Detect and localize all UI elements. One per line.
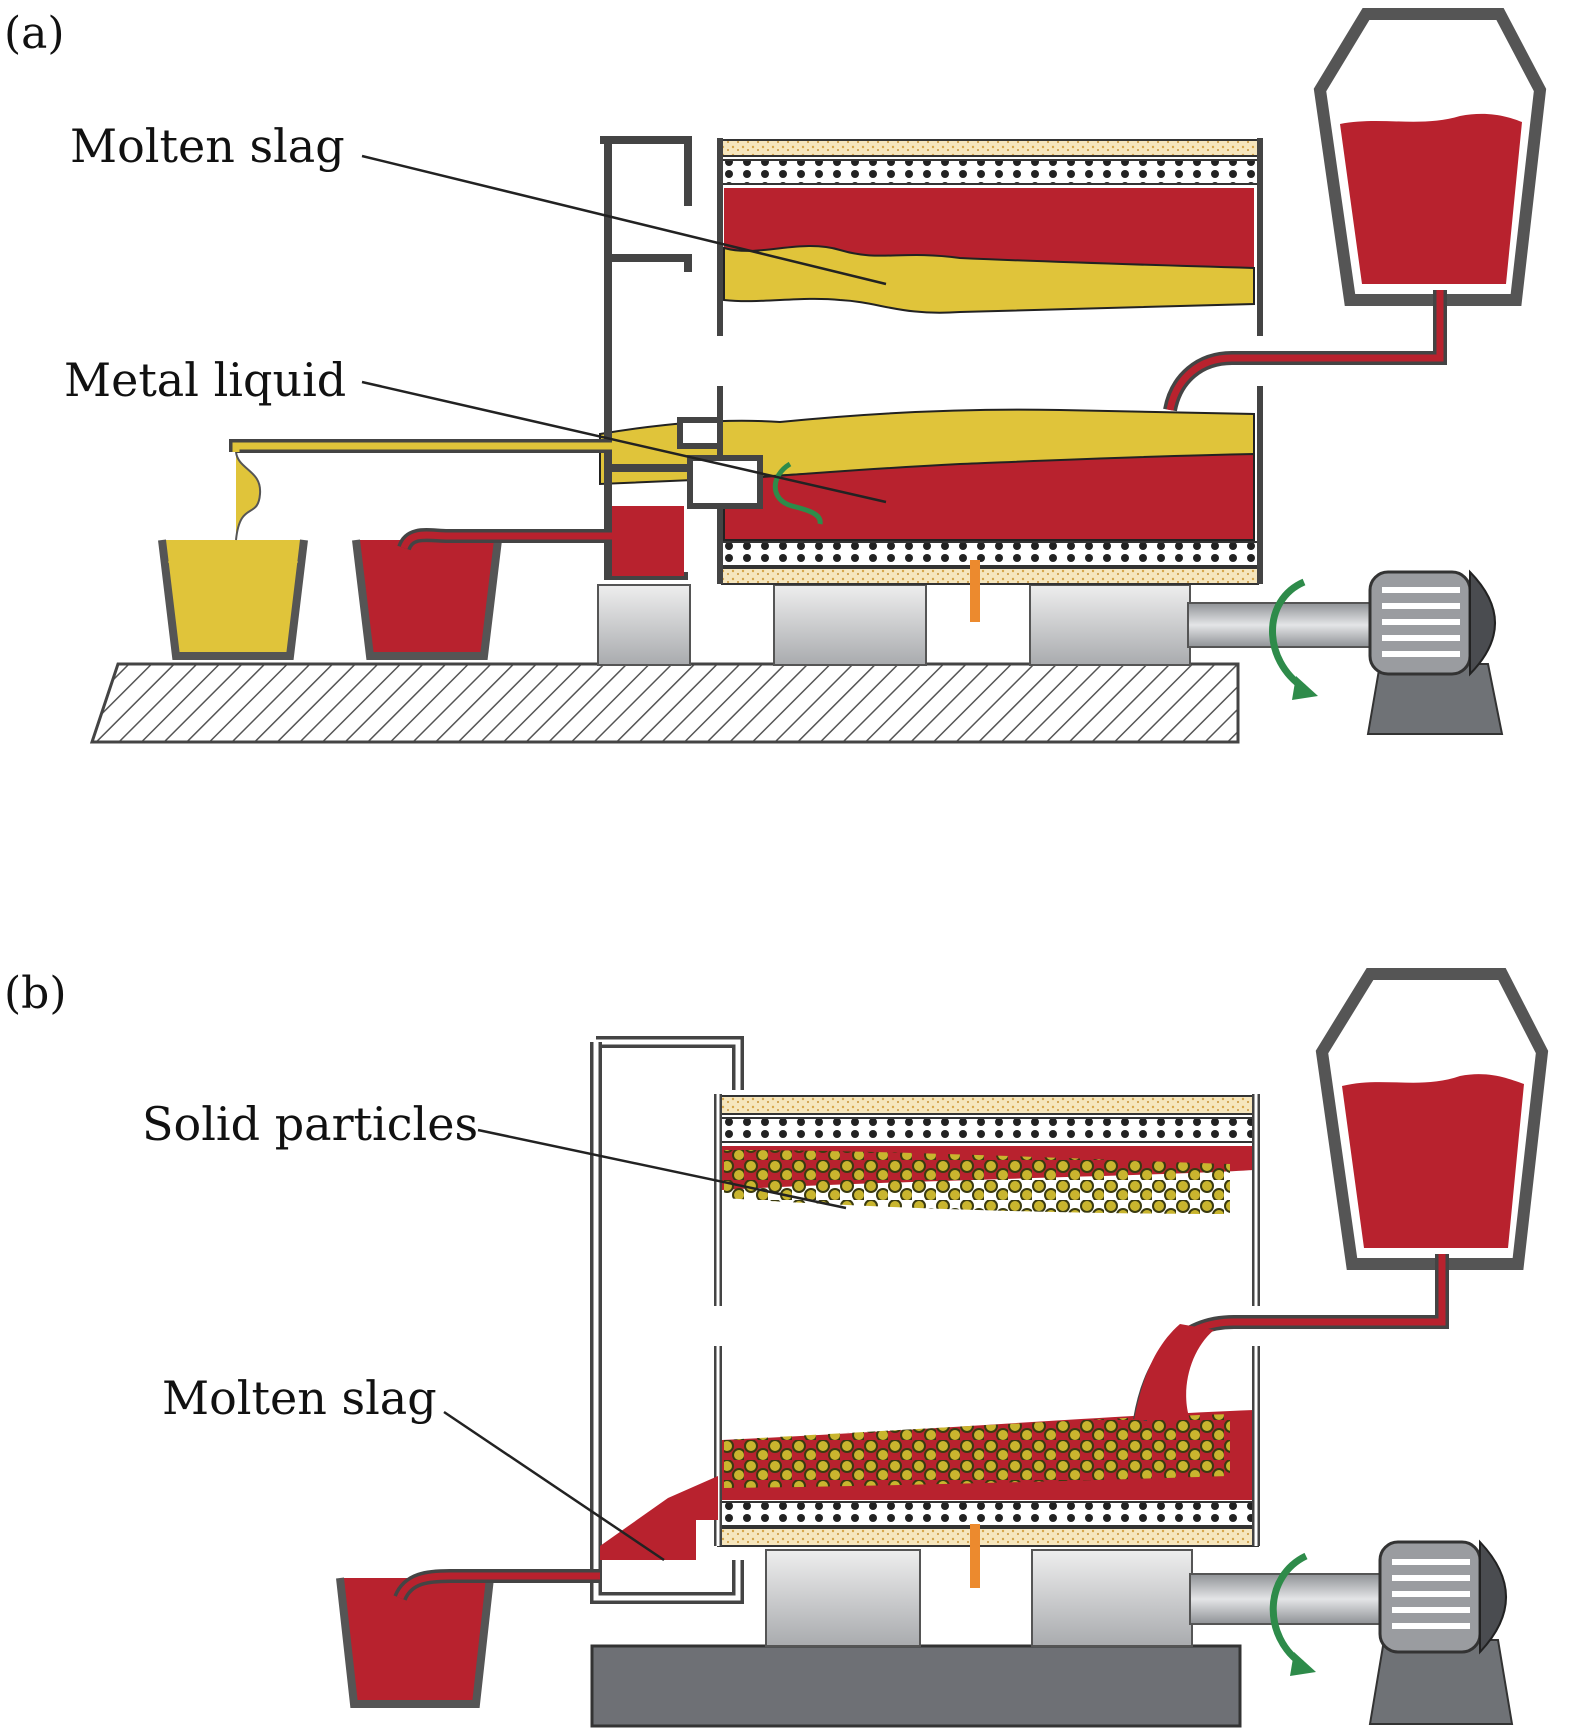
leader-line: [443, 1410, 665, 1562]
rotation-arrow-icon: [1269, 1552, 1308, 1667]
frame-b: [590, 1036, 744, 1604]
leader-line: [361, 154, 887, 286]
panel-a-label: (a): [4, 8, 65, 59]
panel-b-label: (b): [4, 968, 67, 1019]
leader-line: [477, 1128, 847, 1210]
upper-drum-b: [714, 1094, 1260, 1306]
motor-icon: [1366, 569, 1504, 735]
collector-slag-a: [612, 506, 684, 576]
ladle-icon: [352, 539, 502, 660]
motor-shaft: [1189, 1573, 1381, 1625]
collector-slag-b: [600, 1476, 718, 1560]
support-block: [1031, 1549, 1193, 1647]
support-block: [1029, 584, 1191, 666]
support-block: [765, 1549, 921, 1647]
solid-particle-bed-upper: [724, 1150, 1230, 1214]
base-platform-a: [89, 662, 1240, 744]
rotation-arrow-icon: [1269, 578, 1307, 691]
rotation-arrowhead: [1292, 676, 1318, 700]
solid-particle-bed-lower: [724, 1414, 1230, 1488]
support-block: [597, 584, 691, 666]
feed-stream: [1134, 1324, 1214, 1420]
heater-element: [970, 560, 980, 622]
lower-drum-a: [599, 386, 1263, 622]
rotation-arrowhead: [1290, 1652, 1316, 1676]
ladle-icon: [1315, 968, 1549, 1270]
feed-pipe: [1163, 290, 1447, 412]
panel-a: (a): [4, 8, 1547, 744]
lower-drum-b: [714, 1346, 1260, 1588]
ladle-icon: [1313, 8, 1547, 306]
panel-b: (b): [4, 968, 1549, 1728]
ladle-icon: [158, 446, 308, 660]
callout-metal-liquid-a: Metal liquid: [64, 353, 346, 407]
heater-element: [970, 1524, 980, 1588]
motor-icon: [1368, 1539, 1514, 1725]
molten-slag-layer-a: [723, 245, 1255, 314]
leader-line: [361, 380, 887, 504]
callout-solid-particles-b: Solid particles: [142, 1097, 478, 1151]
ladle-icon: [336, 1577, 494, 1708]
upper-drum-a: [717, 138, 1263, 336]
support-block: [773, 584, 927, 666]
base-platform-b: [590, 1644, 1242, 1728]
callout-molten-slag-b: Molten slag: [162, 1371, 437, 1425]
callout-molten-slag-a: Molten slag: [70, 119, 345, 173]
